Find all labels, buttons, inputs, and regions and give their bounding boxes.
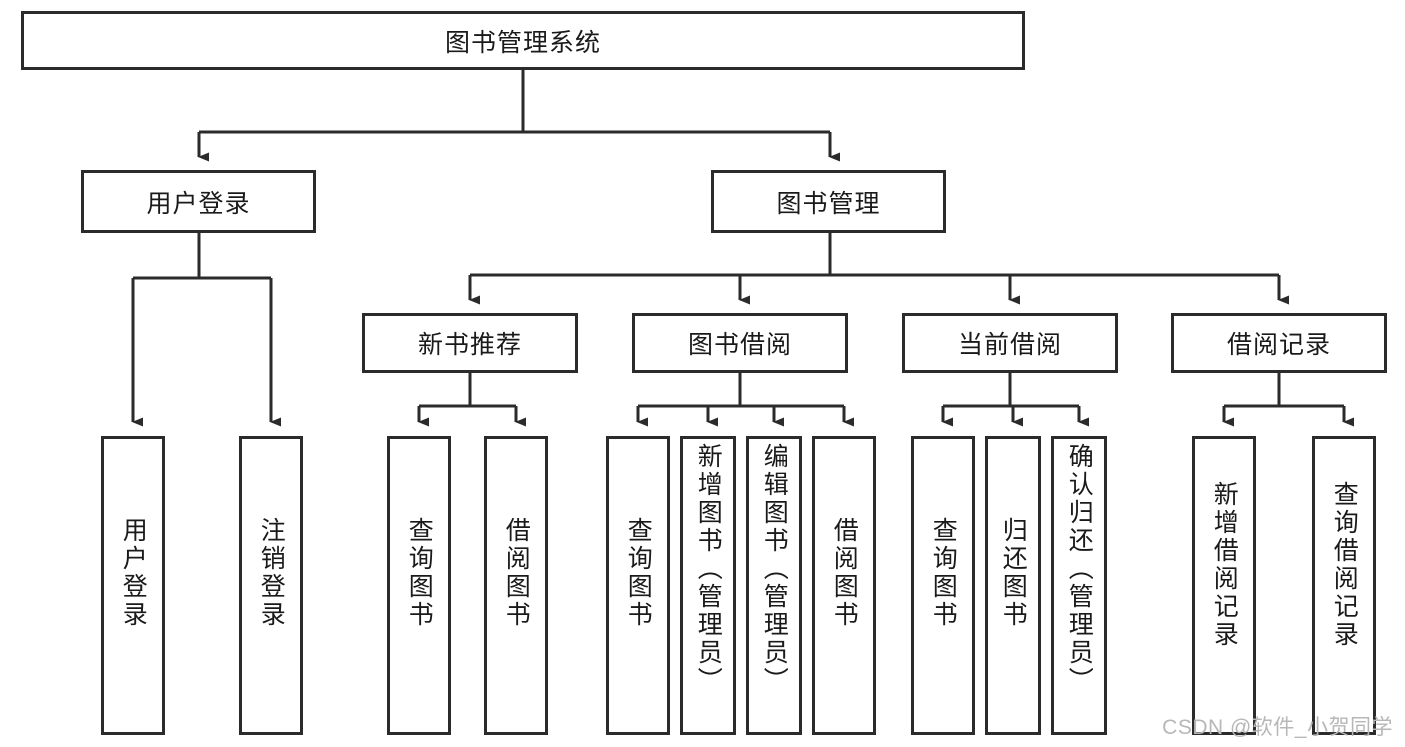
node-leaf-borrow-book[interactable]: 借阅图书 (812, 436, 876, 735)
node-leaf-borrow-book-label: 借阅图书 (830, 517, 859, 629)
node-new-book-rec-label: 新书推荐 (417, 331, 522, 359)
node-leaf-borrow-book-rec-label: 借阅图书 (502, 517, 531, 629)
node-leaf-query-book-cur[interactable]: 查询图书 (911, 436, 975, 735)
node-leaf-user-logout-label: 注销登录 (257, 517, 286, 629)
node-user-login-label: 用户登录 (146, 189, 251, 218)
node-leaf-return-book-label: 归还图书 (999, 517, 1028, 629)
node-book-borrow[interactable]: 图书借阅 (632, 313, 848, 373)
node-root-label: 图书管理系统 (444, 28, 601, 57)
node-leaf-user-login-label: 用户登录 (119, 517, 148, 629)
node-leaf-confirm-return-admin-label: 确认归还（管理员） (1065, 443, 1094, 695)
node-leaf-edit-book-admin[interactable]: 编辑图书（管理员） (746, 436, 802, 735)
node-leaf-query-book-borrow[interactable]: 查询图书 (606, 436, 670, 735)
node-leaf-add-book-admin[interactable]: 新增图书（管理员） (680, 436, 736, 735)
node-leaf-return-book[interactable]: 归还图书 (985, 436, 1041, 735)
node-leaf-query-book-rec-label: 查询图书 (405, 517, 434, 629)
node-borrow-record-label: 借阅记录 (1226, 331, 1331, 359)
node-book-borrow-label: 图书借阅 (687, 331, 792, 359)
node-leaf-user-logout[interactable]: 注销登录 (239, 436, 303, 735)
node-current-borrow-label: 当前借阅 (957, 331, 1062, 359)
csdn-watermark: CSDN @软件_小贺同学 (1162, 716, 1393, 739)
node-leaf-add-borrow-record[interactable]: 新增借阅记录 (1192, 436, 1256, 735)
node-leaf-query-borrow-record-label: 查询借阅记录 (1330, 481, 1359, 649)
node-leaf-borrow-book-rec[interactable]: 借阅图书 (484, 436, 548, 735)
node-leaf-query-book-borrow-label: 查询图书 (624, 517, 653, 629)
node-leaf-add-borrow-record-label: 新增借阅记录 (1210, 481, 1239, 649)
node-root[interactable]: 图书管理系统 (21, 11, 1025, 70)
node-leaf-user-login[interactable]: 用户登录 (101, 436, 165, 735)
node-leaf-query-book-rec[interactable]: 查询图书 (387, 436, 451, 735)
node-leaf-confirm-return-admin[interactable]: 确认归还（管理员） (1051, 436, 1107, 735)
node-new-book-rec[interactable]: 新书推荐 (362, 313, 578, 373)
node-leaf-add-book-admin-label: 新增图书（管理员） (694, 443, 723, 695)
node-leaf-query-book-cur-label: 查询图书 (929, 517, 958, 629)
node-leaf-query-borrow-record[interactable]: 查询借阅记录 (1312, 436, 1376, 735)
node-borrow-record[interactable]: 借阅记录 (1171, 313, 1387, 373)
node-user-login[interactable]: 用户登录 (81, 170, 316, 233)
node-book-manage[interactable]: 图书管理 (711, 170, 946, 233)
node-book-manage-label: 图书管理 (776, 189, 881, 218)
node-current-borrow[interactable]: 当前借阅 (902, 313, 1118, 373)
node-leaf-edit-book-admin-label: 编辑图书（管理员） (760, 443, 789, 695)
